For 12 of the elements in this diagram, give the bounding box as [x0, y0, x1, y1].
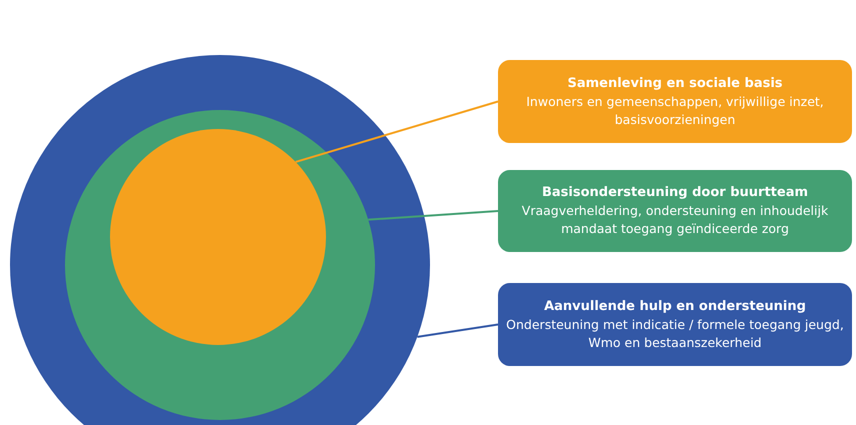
info-card — [498, 60, 852, 143]
card-title: Samenleving en sociale basis — [566, 74, 784, 92]
card-text: Ondersteuning met indicatie / formele toegang jeugd, Wmo en bestaanszekerheid — [505, 316, 845, 352]
leader-line — [295, 100, 498, 163]
info-card — [498, 283, 852, 366]
card-text: Inwoners en gemeenschappen, vrijwillige inzet, basisvoorzieningen — [525, 92, 825, 128]
card-text: Vraagverheldering, ondersteuning en inhoudelijk mandaat toegang geïndiceerde zorg — [520, 202, 830, 238]
leader-line — [368, 210, 498, 221]
leader-line — [417, 324, 498, 338]
card-title: Aanvullende hulp en ondersteuning — [543, 298, 807, 316]
card-title: Basisondersteuning door buurtteam — [540, 184, 810, 202]
info-card — [498, 170, 852, 252]
